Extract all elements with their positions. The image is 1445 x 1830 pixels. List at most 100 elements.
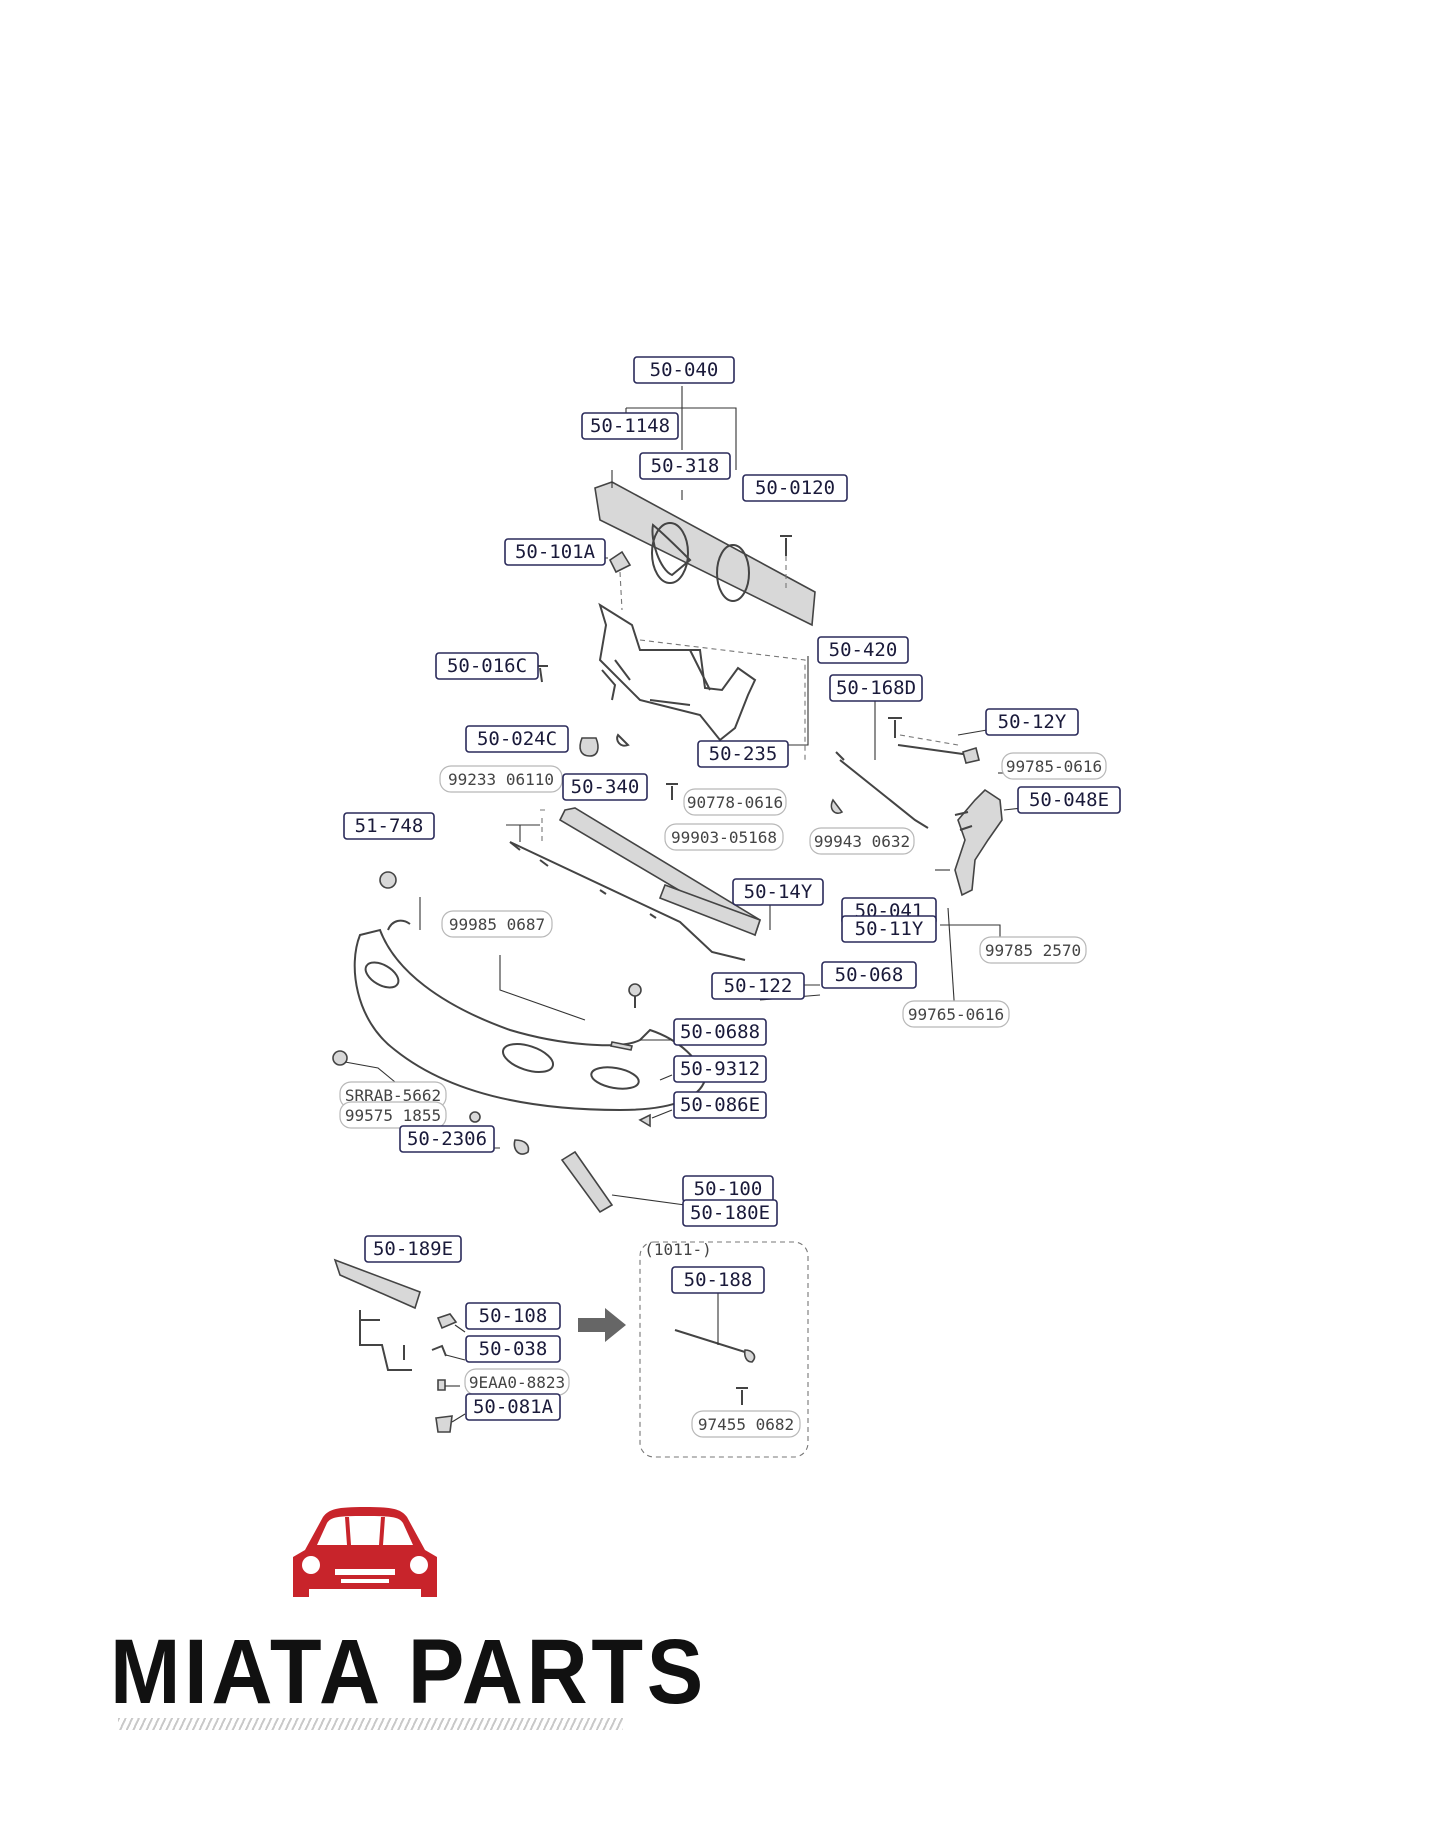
part-number: 50-101A [515,541,596,563]
part-label-p34: 50-100 [682,1175,774,1203]
part-label-p13: 50-048E [1017,786,1121,814]
part-label-p6: 50-420 [817,636,909,664]
part-number: SRRAB-5662 [345,1086,441,1105]
part-number: 50-068 [835,964,904,986]
part-label-p36: 50-189E [364,1235,462,1263]
part-number: 99575 1855 [345,1106,441,1125]
part-label-p17: 51-748 [343,812,435,840]
part-label-box [673,1091,767,1119]
brand-underline [118,1718,623,1730]
part-label-box [562,773,648,801]
part-number: 99785 2570 [985,941,1081,960]
part-label-box [664,823,784,851]
part-label-box [465,725,569,753]
car-logo-icon [293,1507,437,1597]
part-label-p26: 50-122 [711,972,805,1000]
part-number: 90778-0616 [687,793,783,812]
latch-bracket [888,717,980,764]
part-label-p12: 99785-0616 [1001,752,1107,780]
part-label-p41: 9EAA0-8823 [464,1368,570,1396]
part-number: 50-081A [473,1396,554,1418]
bolt-90778 [666,783,678,800]
inset-detail [639,1241,809,1458]
part-label-p9: 50-12Y [985,708,1079,736]
part-number: 50-189E [373,1238,453,1260]
part-label-p20: 50-14Y [732,878,824,906]
part-label-box [711,972,805,1000]
part-number: 50-100 [694,1178,763,1200]
part-label-p38: 50-188 [671,1266,765,1294]
part-number: 99943 0632 [814,832,910,851]
part-label-box [435,652,539,680]
part-label-p33: 50-2306 [399,1125,495,1153]
part-label-p39: 50-108 [465,1302,561,1330]
part-label-p8: 50-168D [829,674,923,702]
part-number: 99985 0687 [449,915,545,934]
part-label-p27: 99765-0616 [902,1000,1010,1028]
part-label-p3: 50-318 [639,452,731,480]
part-label-box [504,538,606,566]
part-number: 50-235 [709,743,778,765]
part-number: 50-318 [651,455,720,477]
part-label-p31: 99575 1855 [339,1101,447,1129]
side-under-rail [333,1258,458,1433]
part-label-box [683,788,787,816]
part-label-p37: (1011-) [644,1240,711,1259]
part-label-box [841,915,937,943]
part-number: 97455 0682 [698,1415,794,1434]
part-number: 51-748 [355,815,424,837]
part-number: 50-340 [571,776,640,798]
part-label-box [985,708,1079,736]
bracket-clip [608,550,632,611]
part-label-box [399,1125,495,1153]
part-number: 50-188 [684,1269,753,1291]
part-label-box [639,452,731,480]
part-number: 50-168D [836,677,916,699]
part-label-p35: 50-180E [682,1199,778,1227]
part-number: 50-9312 [680,1058,760,1080]
part-label-p29: 50-9312 [673,1055,767,1083]
part-label-p18: 99903-05168 [664,823,784,851]
brand-name: MIATA PARTS [110,1621,707,1723]
part-label-box [682,1199,778,1227]
part-label-p1: 50-040 [633,356,735,384]
part-label-box [581,412,679,440]
part-number: 99233 06110 [448,770,554,789]
part-label-box [979,936,1087,964]
part-label-box [821,961,917,989]
part-number: 50-024C [477,728,557,750]
part-label-box [343,812,435,840]
part-number: 50-038 [479,1338,548,1360]
part-number: 50-086E [680,1094,760,1116]
part-label-box [829,674,923,702]
part-label-p14: 99233 06110 [439,765,563,793]
part-number: 99785-0616 [1006,757,1102,776]
part-label-box [742,474,848,502]
clip-024c [579,733,630,757]
part-label-p28: 50-0688 [673,1018,767,1046]
radiator-support-panel [509,807,762,961]
part-label-box [673,1055,767,1083]
part-number: 99765-0616 [908,1005,1004,1024]
part-labels: 50-040 50-1148 50-318 50-0120 50-101A 50-420 5… [339,356,1121,1438]
part-label-box [697,740,789,768]
part-label-box [671,1266,765,1294]
part-label-p19: 99943 0632 [809,827,915,855]
part-number: 50-122 [724,975,793,997]
part-number: 50-11Y [855,918,924,940]
part-number: 50-048E [1029,789,1109,811]
part-number: 50-108 [479,1305,548,1327]
part-label-p23: 99985 0687 [441,910,553,938]
undertray [560,1150,614,1214]
part-label-p40: 50-038 [465,1335,561,1363]
part-label-p16: 90778-0616 [683,788,787,816]
beam-stud [780,535,792,590]
part-label-box [691,1410,801,1438]
hood-latch-cable [830,734,959,829]
part-label-box [465,1335,561,1363]
part-number: 50-1148 [590,415,670,437]
part-label-p4: 50-0120 [742,474,848,502]
part-label-box [817,636,909,664]
part-label-box [465,1393,561,1421]
